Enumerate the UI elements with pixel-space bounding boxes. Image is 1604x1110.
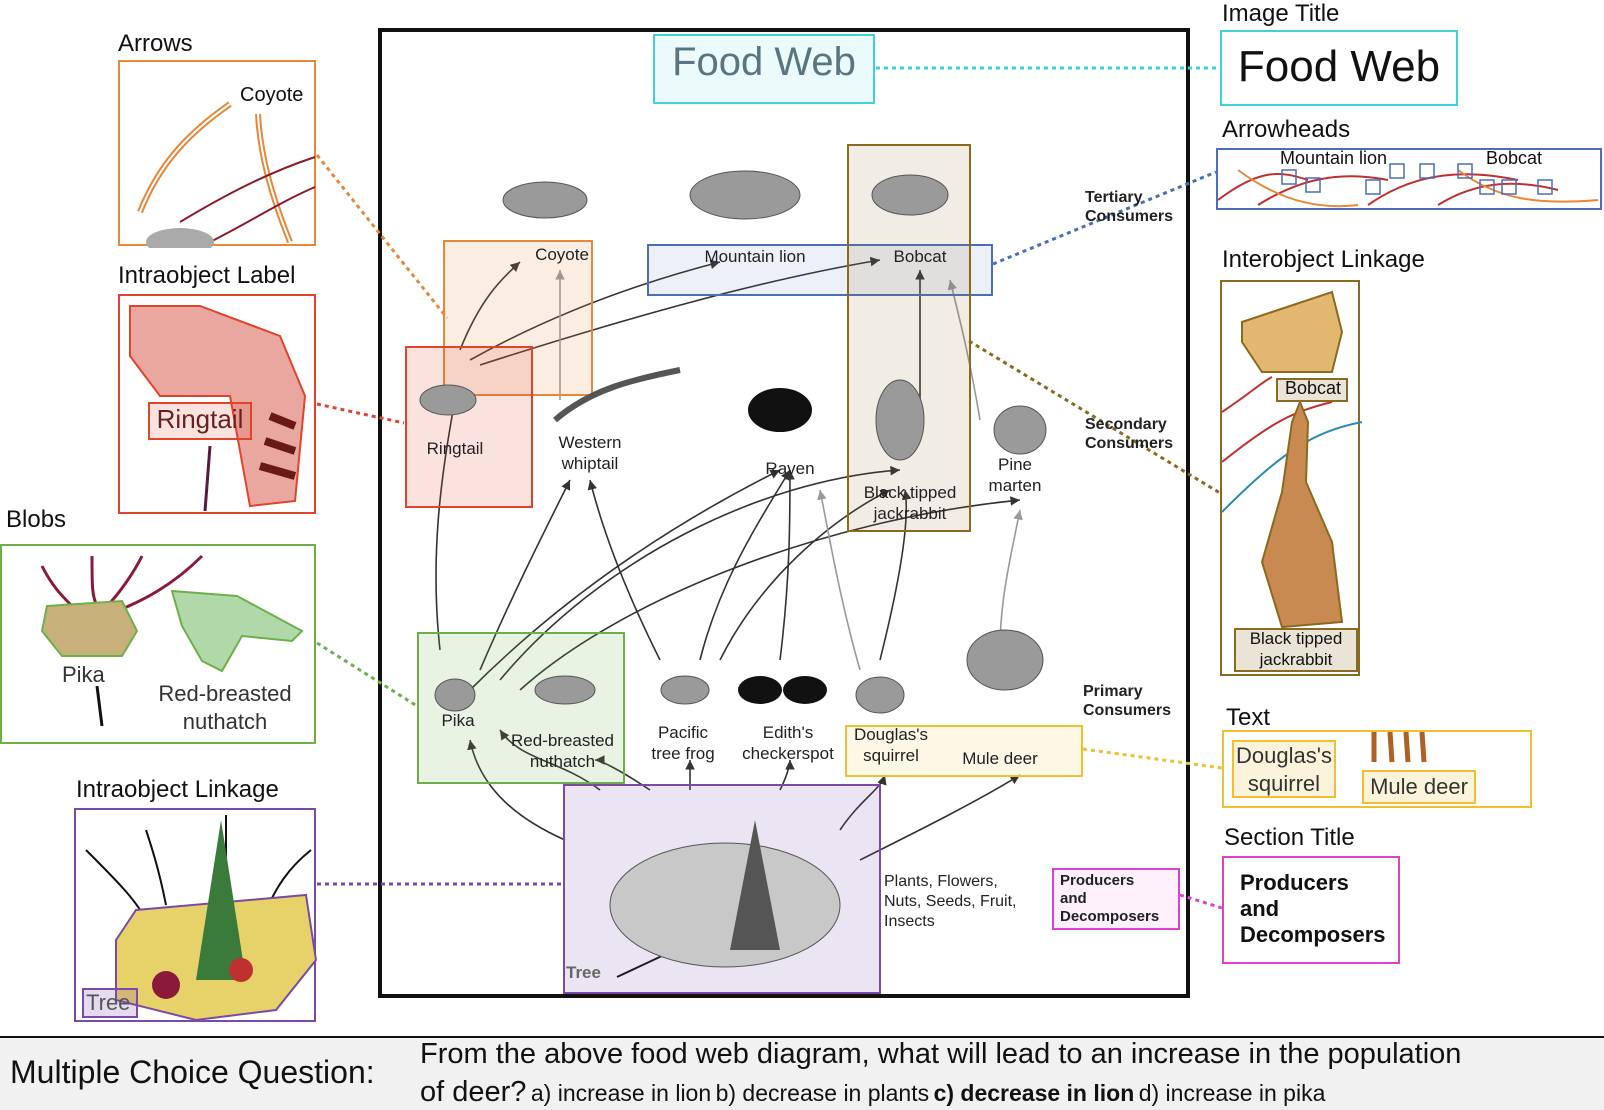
question-line1: From the above food web diagram, what wi… [420,1038,1462,1070]
raven-icon [748,388,812,432]
coyote-highlight [443,240,593,396]
bobcat-icon [871,174,949,216]
option-d: d) increase in pika [1138,1080,1326,1106]
coyote-icon [502,181,588,219]
callout-interobject-linkage-heading: Interobject Linkage [1222,246,1425,273]
callout-image-title: Food Web [1220,30,1458,106]
callout-interobject-bobcat-box [1276,378,1348,402]
callout-text-squirrel: Douglas's squirrel [1236,743,1332,796]
callout-arrows-heading: Arrows [118,30,193,57]
label-jackrabbit: Black tipped jackrabbit [863,483,957,523]
nuthatch-icon [534,675,596,705]
callout-text-squirrel-box [1232,740,1336,798]
title-highlight [653,34,875,104]
question-bar: Multiple Choice Question: From the above… [0,1036,1604,1110]
whiptail-icon [553,367,681,423]
callout-intraobject-linkage-heading: Intraobject Linkage [76,776,279,803]
label-nuthatch: Red-breasted nuthatch [510,731,614,771]
option-c: c) decrease in lion [933,1080,1135,1106]
tree-frog-icon [660,675,710,705]
callout-ringtail-label-box [148,402,252,440]
callout-arrows: Coyote [118,60,316,248]
callout-interobject-linkage: Bobcat Black tipped jackrabbit [1220,280,1362,676]
callout-blobs: Pika Red-breasted nuthatch [0,544,316,744]
checkerspot-left-wing-icon [738,676,782,704]
level-producers: Producers and Decomposers [1060,872,1160,925]
callout-arrowheads-lion: Mountain lion [1280,148,1388,168]
option-a: a) increase in lion [530,1080,712,1106]
label-tree: Tree [566,963,601,982]
callout-tree-label: Tree [86,990,131,1015]
jackrabbit-icon [875,379,925,461]
label-squirrel: Douglas's squirrel [853,725,929,765]
callout-ringtail-label: Ringtail [156,404,244,434]
callout-section-title-heading: Section Title [1224,824,1355,851]
callout-text-deer-box [1362,770,1476,804]
callout-text: Douglas's squirrel Mule deer [1222,730,1532,808]
callout-intraobject-label: Ringtail [118,294,316,514]
level-tertiary: Tertiary Consumers [1085,189,1174,225]
pika-icon [434,678,476,712]
question-line2: of deer? a) increase in lion b) decrease… [420,1076,1325,1109]
callout-blobs-pika: Pika [62,662,105,687]
food-web-frame [378,28,1190,998]
callout-section-title-label: Producers and Decomposers [1240,870,1386,947]
label-pine-marten: Pine marten [988,455,1042,495]
label-western-whiptail: Western whiptail [558,433,622,473]
label-plants: Plants, Flowers, Nuts, Seeds, Fruit, Ins… [884,873,1017,930]
callout-arrowheads-bobcat: Bobcat [1486,148,1543,168]
callout-blobs-heading: Blobs [6,506,67,533]
callout-arrowheads: Mountain lion Bobcat [1216,148,1602,210]
mountain-lion-icon [689,170,801,220]
ringtail-icon [419,384,477,416]
squirrel-deer-highlight [845,725,1083,777]
question-label: Multiple Choice Question: [10,1054,375,1090]
option-b: b) decrease in plants [715,1080,930,1106]
level-primary: Primary Consumers [1083,683,1172,719]
tertiary-labels-highlight [647,244,993,296]
callout-interobject-jackrabbit-box [1234,628,1358,672]
pine-marten-icon [993,405,1047,455]
producers-highlight [1052,868,1180,930]
tree-icon [730,820,780,950]
ringtail-highlight [405,346,533,508]
callout-interobject-jackrabbit: Black tipped jackrabbit [1249,629,1343,669]
label-mountain-lion: Mountain lion [704,247,806,266]
label-coyote: Coyote [535,245,589,264]
diagram-title: Food Web [672,40,856,84]
callout-interobject-bobcat: Bobcat [1284,378,1342,398]
callout-intraobject-linkage: Tree [74,808,318,1022]
callout-image-title-heading: Image Title [1222,0,1340,27]
mule-deer-icon [966,629,1044,691]
question-line2-prefix: of deer? [420,1076,527,1108]
level-secondary: Secondary Consumers [1085,416,1174,452]
label-pika: Pika [441,711,475,730]
producers-oval-icon [609,842,841,968]
callout-text-deer: Mule deer [1370,774,1468,799]
callout-text-heading: Text [1226,704,1271,731]
callout-section-title: Producers and Decomposers [1222,856,1400,964]
label-tree-frog: Pacific tree frog [651,723,715,763]
squirrel-icon [855,676,905,714]
callout-image-title-label: Food Web [1237,42,1441,91]
label-checkerspot: Edith's checkerspot [742,723,834,763]
callout-blobs-nuthatch: Red-breasted nuthatch [158,681,292,734]
label-raven: Raven [765,459,815,478]
callout-intraobject-label-heading: Intraobject Label [118,262,296,289]
callout-arrowheads-heading: Arrowheads [1222,116,1351,143]
callout-arrows-coyote: Coyote [240,84,304,106]
label-bobcat: Bobcat [893,247,947,266]
checkerspot-right-wing-icon [783,676,827,704]
label-mule-deer: Mule deer [962,749,1038,768]
label-ringtail: Ringtail [426,439,484,458]
callout-tree-label-box [82,988,138,1018]
